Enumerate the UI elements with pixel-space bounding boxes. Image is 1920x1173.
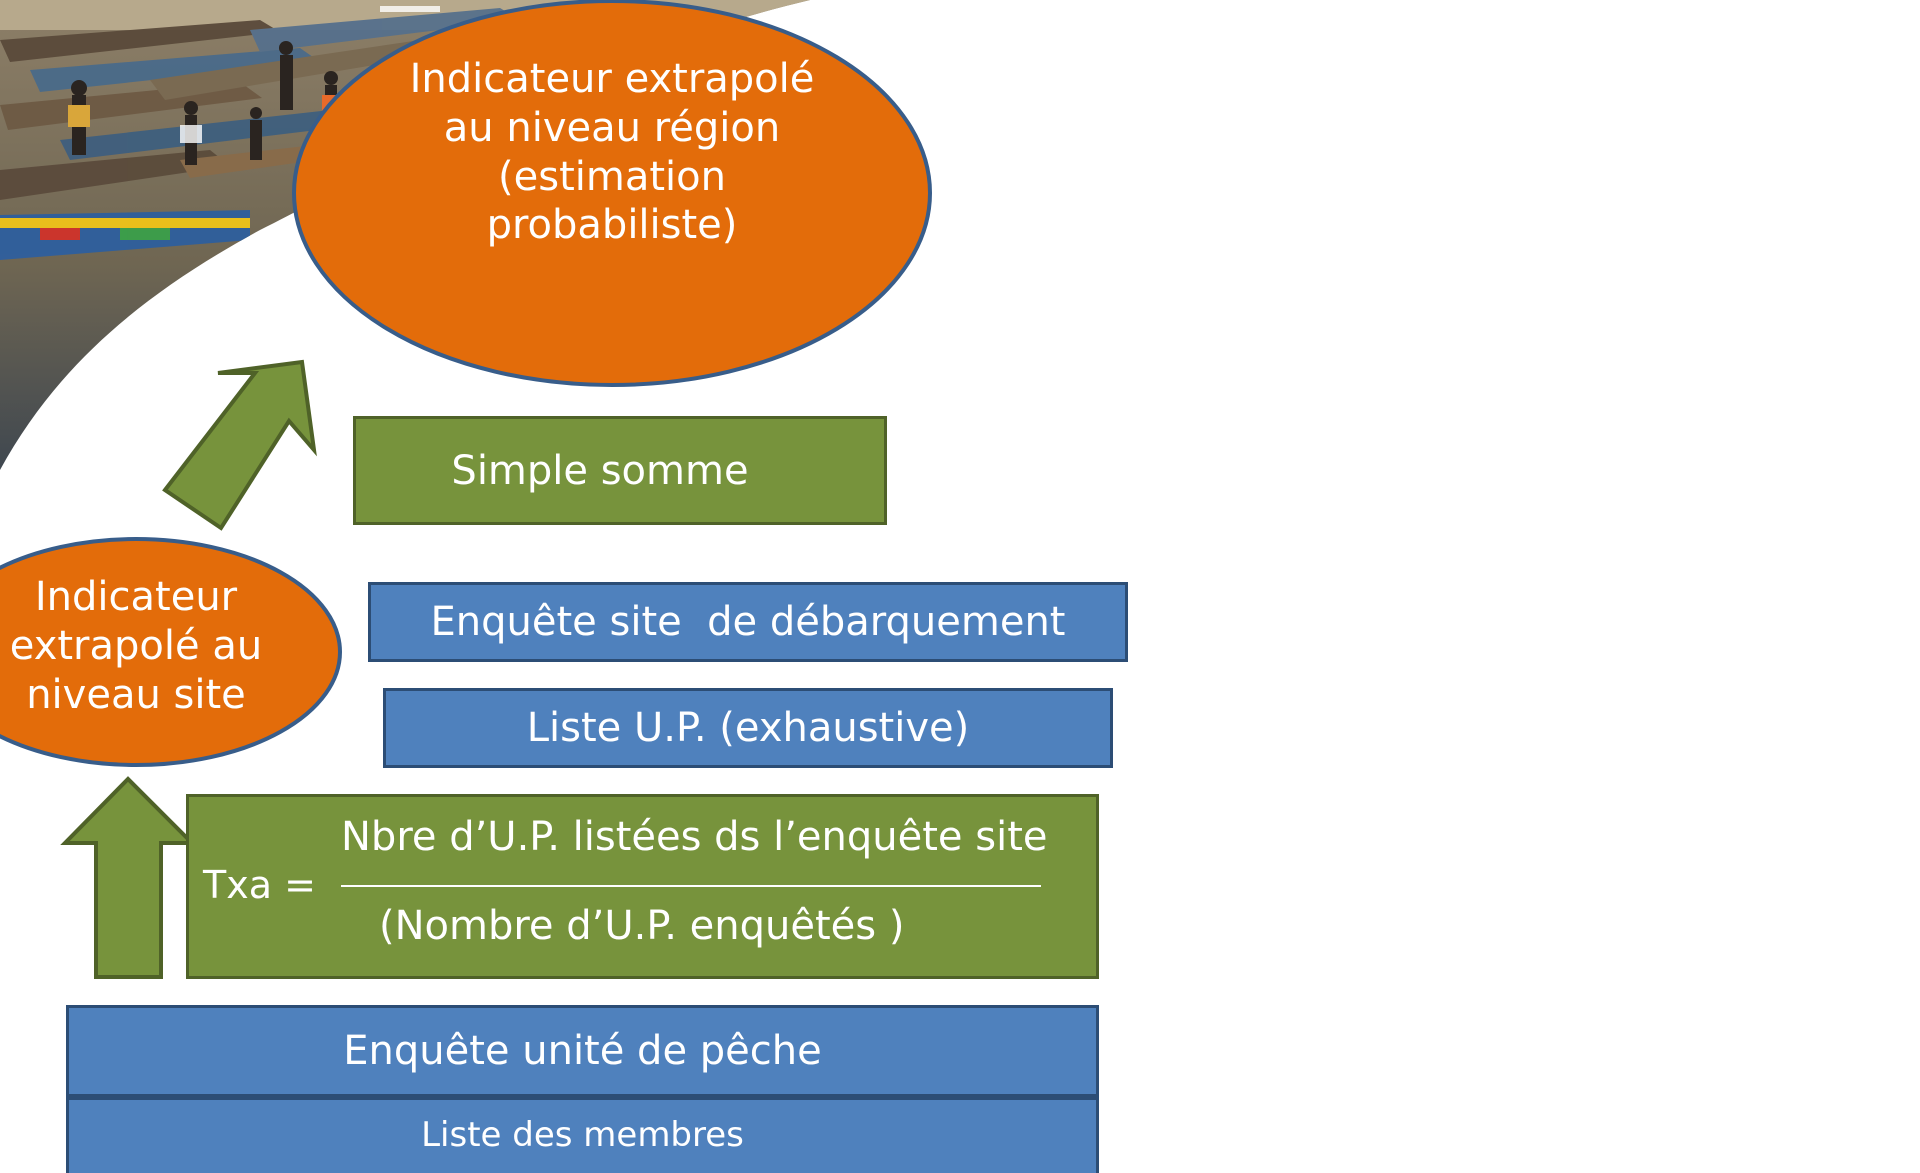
fishing-unit-list-box: Liste U.P. (exhaustive) xyxy=(383,688,1113,768)
member-list-box: Liste des membres xyxy=(66,1097,1099,1173)
landing-site-survey-box: Enquête site de débarquement xyxy=(368,582,1128,662)
site-indicator-text: Indicateur extrapolé au niveau site xyxy=(0,573,272,719)
fishing-unit-survey-label: Enquête unité de pêche xyxy=(343,1028,822,1074)
region-indicator-ellipse xyxy=(292,0,932,387)
site-indicator-line-1: Indicateur xyxy=(34,574,238,620)
fraction-bar xyxy=(341,885,1041,887)
formula-lhs: Txa = xyxy=(203,863,316,907)
formula-box: Txa = Nbre d’U.P. listées ds l’enquête s… xyxy=(186,794,1099,979)
region-indicator-line-1: Indicateur extrapolé xyxy=(409,56,815,102)
formula-denominator: (Nombre d’U.P. enquêtés ) xyxy=(379,903,905,949)
site-indicator-line-3: niveau site xyxy=(26,671,246,718)
formula-numerator: Nbre d’U.P. listées ds l’enquête site xyxy=(341,814,1048,860)
simple-sum-label: Simple somme xyxy=(451,447,749,494)
region-indicator-text: Indicateur extrapolé au niveau région (e… xyxy=(392,55,832,250)
site-indicator-ellipse xyxy=(0,537,342,767)
region-indicator-line-3: (estimation xyxy=(498,153,726,200)
site-indicator-line-2: extrapolé au xyxy=(9,622,263,669)
fishing-unit-survey-box: Enquête unité de pêche xyxy=(66,1005,1099,1097)
vertical-up-arrow-icon xyxy=(60,776,197,979)
landing-site-survey-label: Enquête site de débarquement xyxy=(430,599,1066,645)
simple-sum-box: Simple somme xyxy=(353,416,887,525)
diagonal-up-arrow-icon xyxy=(162,359,317,531)
region-indicator-line-4: probabiliste) xyxy=(486,202,738,249)
member-list-label: Liste des membres xyxy=(421,1115,744,1155)
fishing-unit-list-label: Liste U.P. (exhaustive) xyxy=(526,705,970,751)
region-indicator-line-2: au niveau région xyxy=(443,104,781,151)
